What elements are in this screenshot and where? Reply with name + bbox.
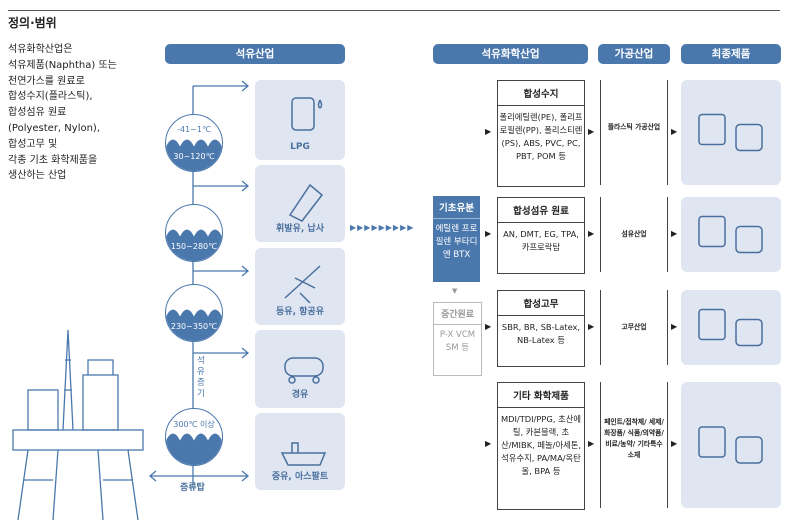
group-title: 합성고무 <box>498 291 584 316</box>
process-industry: 고무산업 <box>621 322 647 331</box>
group-items: SBR, BR, SB-Latex, NB-Latex 등 <box>501 322 581 345</box>
definition-line: 합성고무 및 <box>8 138 58 150</box>
divider <box>667 290 668 365</box>
definition-line: 합성수지(플라스틱), <box>8 91 93 103</box>
product-icon <box>284 265 321 304</box>
section-title: 정의·범위 <box>8 16 57 30</box>
process-industry: 섬유산업 <box>621 229 647 238</box>
product-icon <box>280 442 327 466</box>
final-product-icon <box>698 426 763 464</box>
product-group-box: 합성고무 SBR, BR, SB-Latex, NB-Latex 등 <box>497 290 585 367</box>
final-product-box <box>681 290 781 365</box>
product-label: LPG <box>290 142 310 152</box>
arrow-icon: ▶ <box>671 321 678 331</box>
intermediate-box: 중간원료 P-X VCM SM 등 <box>433 302 482 376</box>
divider <box>600 382 601 508</box>
temp-top: 300℃ 이상 <box>173 420 215 429</box>
product-icon <box>284 357 324 384</box>
petroleum-product-box: 등유, 항공유 <box>255 248 345 325</box>
arrow-icon: ▶ <box>671 228 678 238</box>
group-items: 폴리에틸렌(PE), 폴리프로필렌(PP), 폴리스티렌(PS), ABS, P… <box>499 112 583 161</box>
divider <box>600 80 601 185</box>
arrow-icon: ▶ <box>588 439 595 448</box>
header-petroleum: 석유산업 <box>165 44 345 64</box>
divider <box>667 197 668 272</box>
product-group-box: 합성섬유 원료 AN, DMT, EG, TPA, 카프로락탐 <box>497 197 585 274</box>
intermediate-title: 중간원료 <box>434 303 481 325</box>
temp-bottom: 230~350℃ <box>170 322 218 331</box>
group-items: MDI/TDI/PPG, 초산에틸, 카본블랙, 초산/MIBK, 페놀/아세톤… <box>500 414 582 476</box>
group-items: AN, DMT, EG, TPA, 카프로락탐 <box>503 229 579 252</box>
petroleum-product-box: 경유 <box>255 330 345 408</box>
final-product-box <box>681 197 781 272</box>
temp-top: -41~1℃ <box>177 125 211 134</box>
product-group-box: 기타 화학제품 MDI/TDI/PPG, 초산에틸, 카본블랙, 초산/MIBK,… <box>497 382 585 510</box>
definition-line: 각종 기초 화학제품을 <box>8 154 98 166</box>
petroleum-product-box: LPG <box>255 80 345 160</box>
arrow-icon: ▶ <box>485 126 492 136</box>
definition-line: 합성섬유 원료 <box>8 107 67 119</box>
arrow-icon: ▶ <box>671 439 678 448</box>
petroleum-product-box: 중유, 아스팔트 <box>255 413 345 490</box>
definition-line: 생산하는 산업 <box>8 170 67 182</box>
definition-line: (Polyester, Nylon), <box>8 122 101 134</box>
distillation-stage: 150~280℃ <box>165 204 223 262</box>
intermediate-items: P-X VCM SM 등 <box>439 330 476 353</box>
top-divider <box>8 10 780 11</box>
down-arrow: ▼ <box>452 287 458 295</box>
arrow-icon: ▶ <box>671 126 678 136</box>
product-label: 휘발유, 납사 <box>276 224 324 234</box>
header-processing: 가공산업 <box>598 44 670 64</box>
divider <box>600 290 601 365</box>
definition-line: 천연가스를 원료로 <box>8 75 85 87</box>
process-industry: 플라스틱 가공산업 <box>607 122 661 131</box>
basic-feedstock-box: 기초유분 에틸렌 프로필렌 부타디엔 BTX <box>433 196 480 282</box>
basic-items: 에틸렌 프로필렌 부타디엔 BTX <box>435 224 478 260</box>
tower-label: 증류탑 <box>180 483 205 493</box>
flow-arrows: ▶▶▶▶▶▶▶▶▶ <box>350 223 415 232</box>
process-industry: 페인트/접착제/ 세제/화장품/ 식품/의약품/ 비료/농약/ 기타특수소재 <box>604 418 664 459</box>
group-title: 기타 화학제품 <box>498 383 584 408</box>
distillation-stage: 300℃ 이상 <box>165 408 223 466</box>
header-final: 최종제품 <box>681 44 781 64</box>
header-petrochemical: 석유화학산업 <box>433 44 588 64</box>
divider <box>600 197 601 272</box>
arrow-icon: ▶ <box>588 126 595 136</box>
arrow-icon: ▶ <box>485 228 492 238</box>
group-title: 합성섬유 원료 <box>498 198 584 223</box>
final-product-icon <box>698 215 763 254</box>
product-label: 중유, 아스팔트 <box>271 472 329 482</box>
final-product-icon <box>698 308 763 347</box>
group-title: 합성수지 <box>498 81 584 106</box>
product-label: 등유, 항공유 <box>276 307 324 317</box>
arrow-icon: ▶ <box>588 321 595 331</box>
definition-line: 석유화학산업은 <box>8 44 73 55</box>
basic-title: 기초유분 <box>433 196 480 219</box>
final-product-icon <box>698 113 763 152</box>
temp-bottom: 150~280℃ <box>170 242 218 251</box>
vapor-label: 석유증기 <box>197 356 205 399</box>
arrow-icon: ▶ <box>485 439 492 448</box>
distillation-stage: -41~1℃ 30~120℃ <box>165 114 223 172</box>
product-icon <box>291 97 323 131</box>
final-product-box <box>681 382 781 508</box>
arrow-icon: ▶ <box>588 228 595 238</box>
divider <box>667 80 668 185</box>
divider <box>667 382 668 508</box>
petroleum-product-box: 휘발유, 납사 <box>255 165 345 242</box>
product-icon <box>288 183 324 222</box>
temp-bottom: 30~120℃ <box>173 152 215 161</box>
arrow-icon: ▶ <box>485 321 492 331</box>
distillation-stage: 230~350℃ <box>165 284 223 342</box>
definition-line: 석유제품(Naphtha) 또는 <box>8 59 117 71</box>
final-product-box <box>681 80 781 185</box>
oil-rig-icon <box>12 329 144 520</box>
product-label: 경유 <box>291 390 309 400</box>
